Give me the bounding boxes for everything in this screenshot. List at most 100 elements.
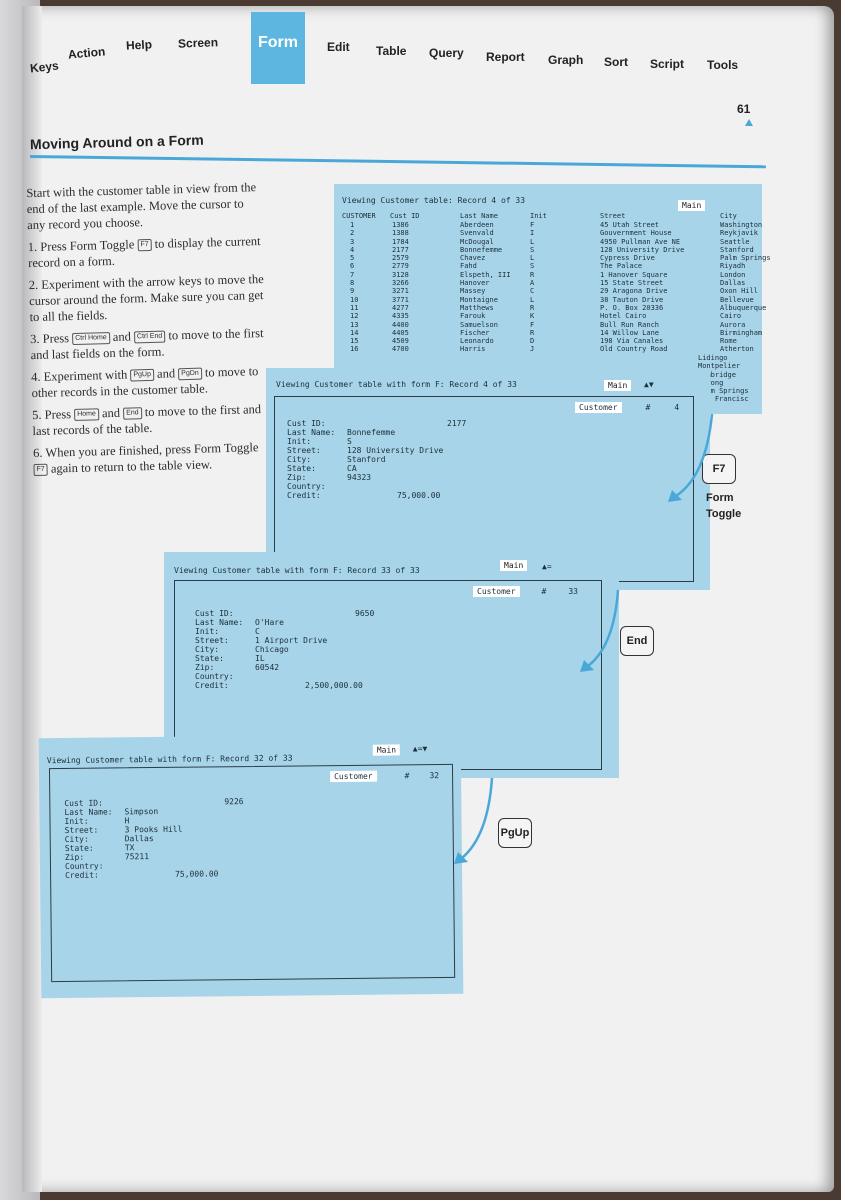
table-cell: L xyxy=(530,295,535,304)
table-cell: Elspeth, III xyxy=(460,270,511,279)
table-cell: Matthews xyxy=(460,303,494,312)
table-cell: Samuelson xyxy=(460,320,498,329)
table-cell: Leonardo xyxy=(460,337,494,346)
field-value: Stanford xyxy=(347,455,386,464)
table-cell: Cairo xyxy=(720,312,742,321)
table-cell: Harris xyxy=(460,345,486,354)
field-value: 2,500,000.00 xyxy=(305,681,363,690)
overflow-city: Palm Springs xyxy=(698,387,749,396)
form-field[interactable]: Street:1 Airport Drive xyxy=(195,636,374,645)
form-field[interactable]: State:CA xyxy=(287,464,466,473)
table-cell: 38 Tauton Drive xyxy=(600,295,664,304)
form2-title: Viewing Customer table with form F: Reco… xyxy=(174,566,420,575)
table-cell: 2177 xyxy=(392,245,409,254)
form1-rec-no: 4 xyxy=(674,403,680,412)
form-field[interactable]: Init:C xyxy=(195,627,374,636)
end-key-icon: End xyxy=(620,626,654,656)
table-cell: K xyxy=(530,312,535,321)
table-cell: 2 xyxy=(350,229,355,238)
form-field[interactable]: Country: xyxy=(195,672,374,681)
field-value: 60542 xyxy=(255,663,280,672)
page-number: 61 xyxy=(737,102,751,116)
field-value: IL xyxy=(255,654,265,663)
form1-mode: Main xyxy=(604,380,632,391)
table-cell: 14 xyxy=(350,328,359,337)
table-cell: 198 Via Canales xyxy=(600,337,664,346)
field-label: Credit: xyxy=(287,491,321,500)
table-cell: Fischer xyxy=(460,328,490,337)
table-cell: 3266 xyxy=(392,279,409,288)
field-value: 75,000.00 xyxy=(397,491,441,500)
field-value: 9650 xyxy=(355,609,375,618)
field-label: State: xyxy=(287,464,316,473)
table-cell: Massey xyxy=(460,287,486,296)
table-cell: The Palace xyxy=(600,262,643,271)
form-field[interactable]: Street:128 University Drive xyxy=(287,446,466,455)
arrowhead-end-icon xyxy=(580,660,594,672)
form-field[interactable]: Cust ID: 9650 xyxy=(195,609,374,618)
table-cell: R xyxy=(530,270,535,279)
overflow-city: Montpelier xyxy=(698,362,741,371)
overflow-city: San Francisc xyxy=(698,395,749,404)
table-cell: F xyxy=(530,221,535,229)
form-field[interactable]: State:IL xyxy=(195,654,374,663)
table-cell: Palm Springs xyxy=(720,254,771,263)
nav-script: Script xyxy=(650,57,685,71)
form-field[interactable]: Credit: 75,000.00 xyxy=(287,491,466,500)
menu-bar: Keys Action Help Screen Form Edit Table … xyxy=(29,12,830,86)
form-field[interactable]: Last Name:O'Hare xyxy=(195,618,374,627)
f7-key-icon: F7 xyxy=(702,454,736,484)
table-cell: Stanford xyxy=(720,245,754,254)
table-cell: P. O. Box 20336 xyxy=(600,303,664,312)
form1-table-label: Customer xyxy=(575,402,622,413)
table-cell: 1 Hanover Square xyxy=(600,270,668,279)
form1-arrows-icon: ▲▼ xyxy=(644,380,654,389)
form-field[interactable]: Zip: 60542 xyxy=(195,663,374,672)
table-cell: S xyxy=(530,262,535,271)
field-label: Cust ID: xyxy=(195,609,234,618)
nav-tools: Tools xyxy=(707,58,739,72)
table-cell: 3 xyxy=(350,237,355,246)
form-field[interactable]: City:Stanford xyxy=(287,455,466,464)
form-field[interactable]: Country: xyxy=(287,482,466,491)
nav-table: Table xyxy=(376,44,407,58)
overflow-city: Jurong xyxy=(698,378,724,387)
table-cell: McDougal xyxy=(460,237,494,246)
form-field[interactable]: City:Chicago xyxy=(195,645,374,654)
table-cell: 4277 xyxy=(392,303,409,312)
table-cell: London xyxy=(720,270,746,279)
field-label: Zip: xyxy=(195,663,215,672)
form-field[interactable]: Last Name:Bonnefemme xyxy=(287,428,466,437)
overflow-city: Cambridge xyxy=(698,370,736,379)
form-field[interactable]: Init:S xyxy=(287,437,466,446)
table-cell: 2779 xyxy=(392,262,409,271)
form-field[interactable]: Zip:94323 xyxy=(287,473,466,482)
table-cell: Bonnefemme xyxy=(460,245,503,254)
table-cell: Cypress Drive xyxy=(600,254,655,263)
arrow-f7-icon xyxy=(675,413,714,498)
table-cell: 1784 xyxy=(392,237,409,246)
table-cell: Rome xyxy=(720,337,737,346)
table-cell: 8 xyxy=(350,279,355,288)
table-cell: 16 xyxy=(350,345,359,354)
form-field[interactable]: Credit:2,500,000.00 xyxy=(195,681,374,690)
table-cell: Riyadh xyxy=(720,262,746,271)
form-field[interactable]: Cust ID:2177 xyxy=(287,419,466,428)
